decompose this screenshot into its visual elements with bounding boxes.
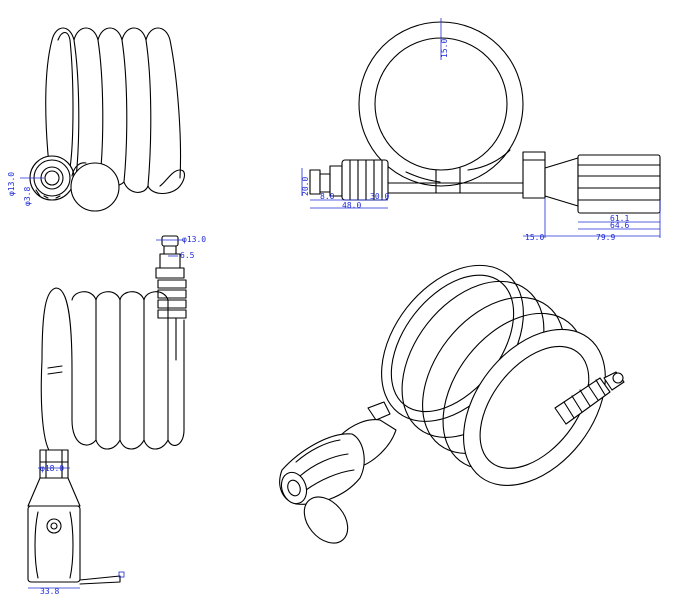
top-handle-start-label: 15.0 xyxy=(525,233,544,242)
front-view-cap xyxy=(70,162,120,212)
side-view-dims: φ13.0 6.5 φ18.0 33.8 xyxy=(28,235,206,596)
side-view-coils xyxy=(40,287,185,453)
top-view-handle xyxy=(522,151,661,214)
side-tip-diameter-label: φ13.0 xyxy=(182,235,206,244)
top-view-nozzle xyxy=(309,159,389,201)
top-view-tube xyxy=(387,167,524,194)
top-nozzle-length-label: 48.0 xyxy=(342,201,361,210)
top-handle-a-label: 61.1 xyxy=(610,214,629,223)
top-nozzle-a-label: 8.0 xyxy=(320,192,335,201)
top-nozzle-b-label: 30.0 xyxy=(370,192,389,201)
top-handle-b-label: 64.6 xyxy=(610,221,629,230)
side-view-handle xyxy=(27,477,125,585)
side-base-width-label: 33.8 xyxy=(40,587,59,596)
iso-view-coils xyxy=(381,264,606,486)
front-view: φ13.0 φ3.8 xyxy=(7,27,186,212)
side-tip-length-label: 6.5 xyxy=(180,251,195,260)
side-view-marker xyxy=(118,571,125,578)
front-inner-diameter-label: φ3.8 xyxy=(23,187,32,206)
top-nozzle-diameter-label: 20.0 xyxy=(301,177,310,196)
iso-view-nozzle xyxy=(554,371,625,425)
side-neck-diameter-label: φ18.0 xyxy=(40,464,64,473)
top-tube-diameter-label: 15.0 xyxy=(440,39,449,58)
side-view-tip xyxy=(155,235,187,319)
iso-view-handle xyxy=(279,401,397,544)
side-view-neck xyxy=(39,449,69,479)
front-outer-diameter-label: φ13.0 xyxy=(7,172,16,196)
front-view-dims: φ13.0 φ3.8 xyxy=(7,172,44,206)
top-handle-total-label: 79.9 xyxy=(596,233,615,242)
iso-view xyxy=(279,264,625,544)
top-view-dims: 15.0 20.0 8.0 30.0 48.0 61.1 64.6 79.9 1… xyxy=(301,18,661,242)
top-view: 15.0 20.0 8.0 30.0 48.0 61.1 64.6 79.9 1… xyxy=(301,18,661,242)
front-view-coils xyxy=(45,27,186,195)
side-view: φ13.0 6.5 φ18.0 33.8 xyxy=(27,235,206,596)
